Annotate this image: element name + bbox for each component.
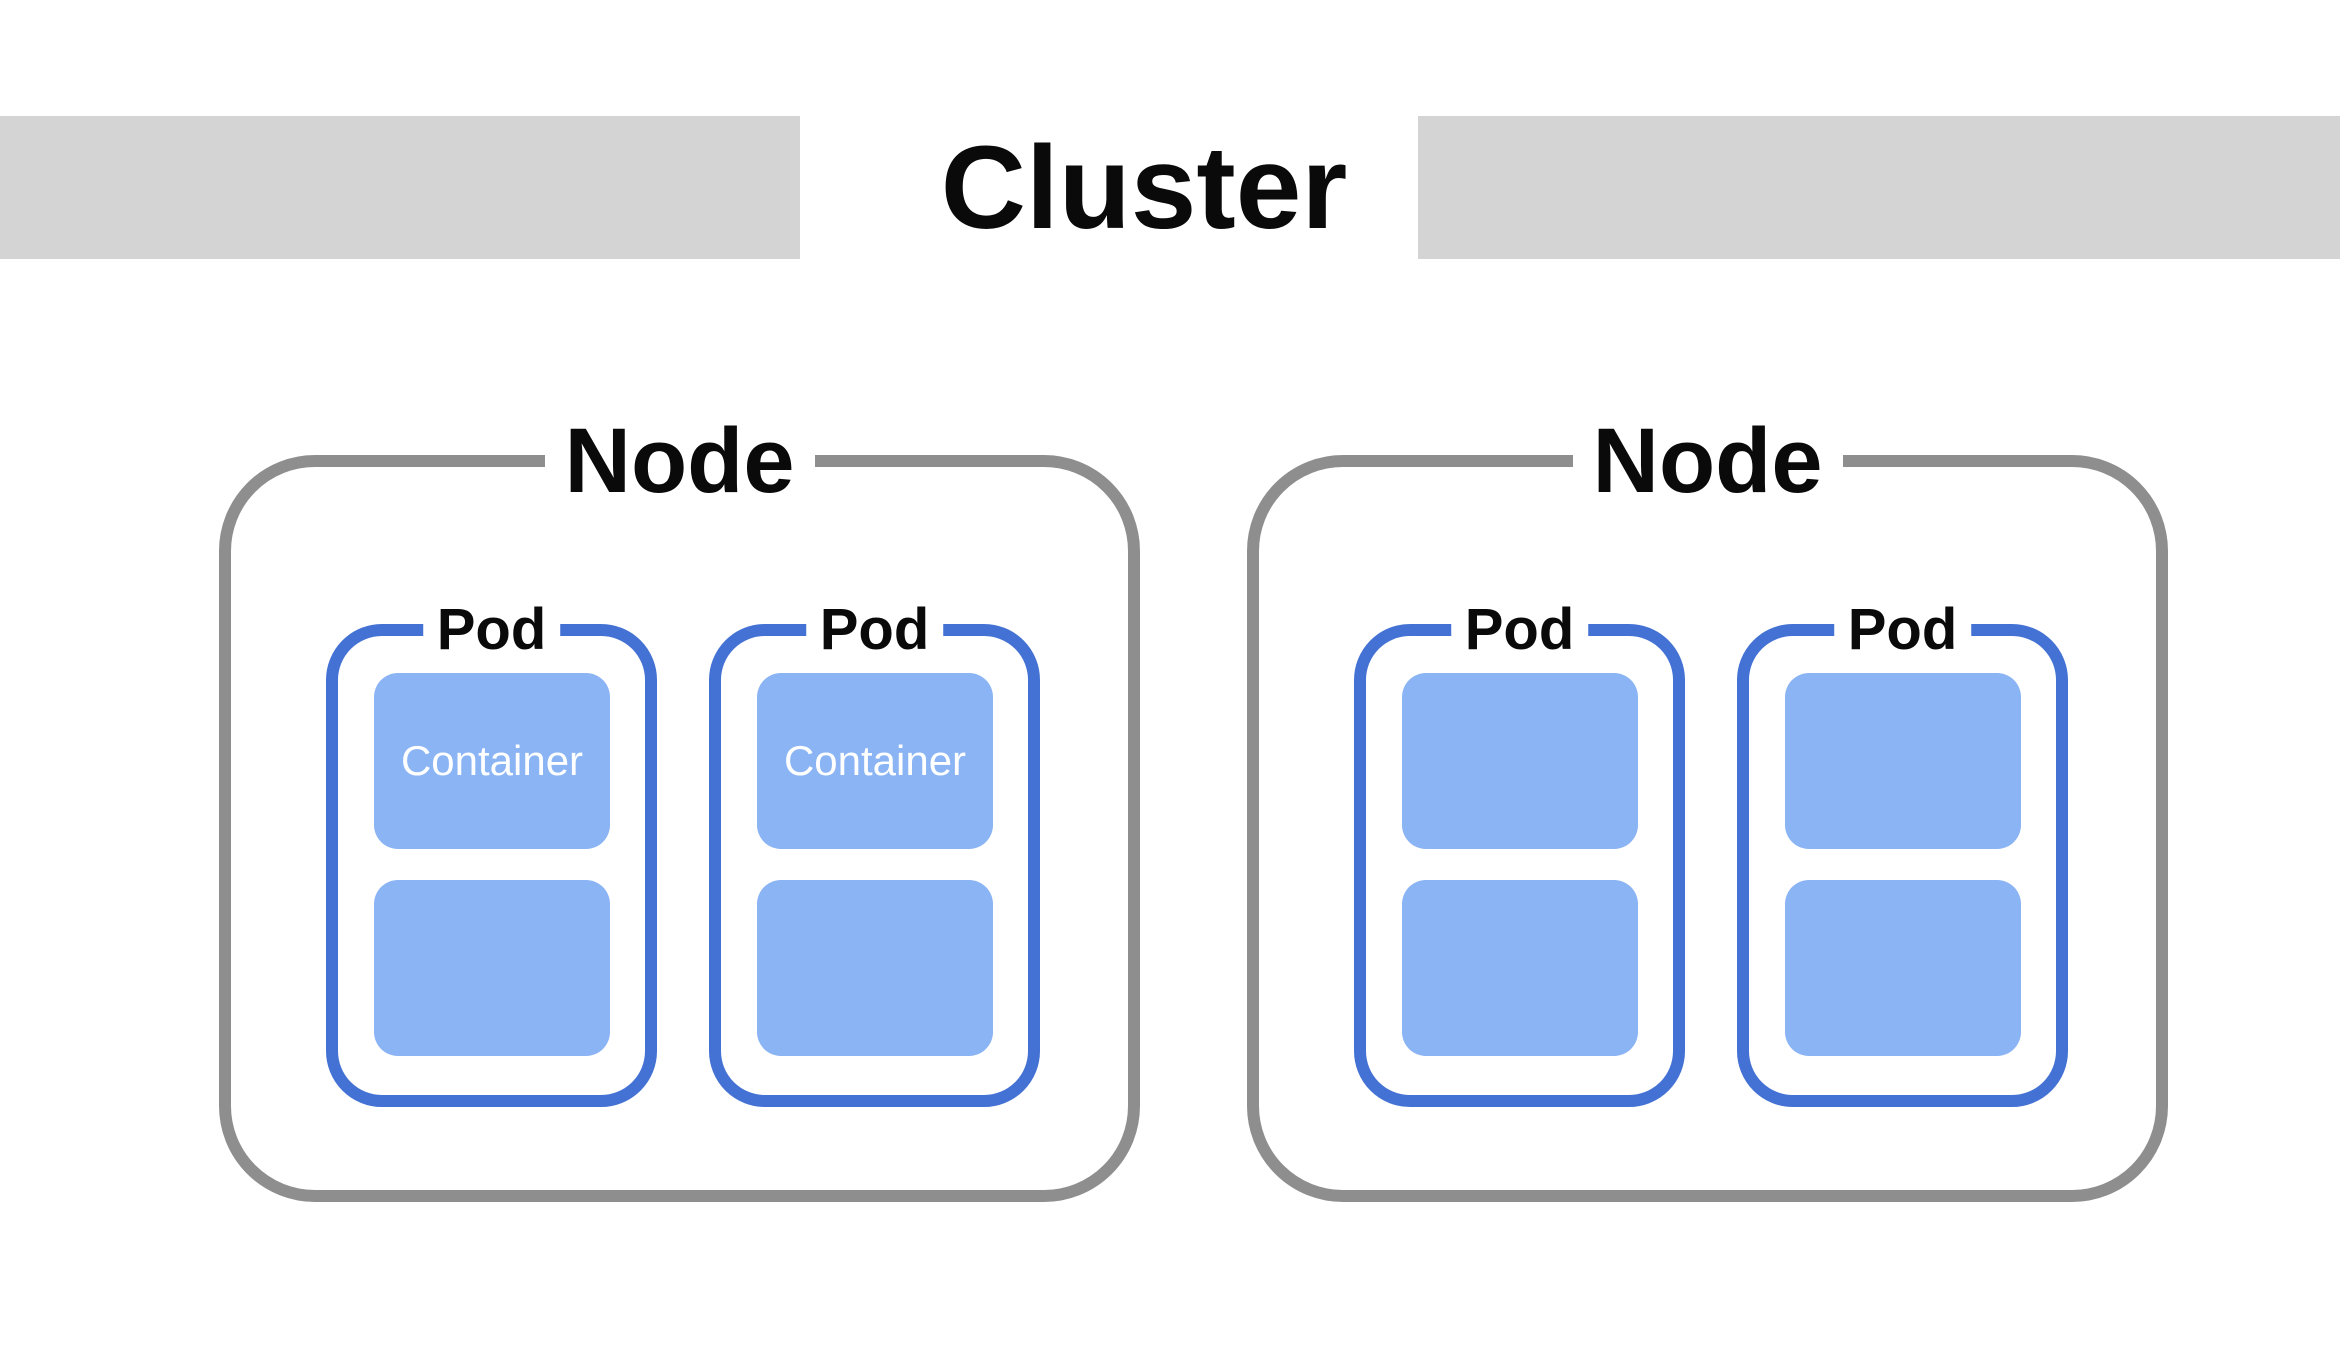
pod-label: Pod xyxy=(805,598,944,662)
pod-label: Pod xyxy=(1833,598,1972,662)
cluster-banner-bar-right xyxy=(1418,116,2340,259)
container-box xyxy=(1402,673,1638,849)
pod-box: Pod Container xyxy=(326,598,657,1107)
container-box xyxy=(1785,880,2021,1056)
node-box-left: Node Pod Container Pod Container xyxy=(219,413,1140,1202)
container-box xyxy=(374,880,610,1056)
container-box xyxy=(1785,673,2021,849)
node-box-right: Node Pod Pod xyxy=(1247,413,2168,1202)
node-label: Node xyxy=(1572,413,1843,509)
pod-box: Pod Container xyxy=(709,598,1040,1107)
container-box: Container xyxy=(757,673,993,849)
pod-box: Pod xyxy=(1354,598,1685,1107)
container-box: Container xyxy=(374,673,610,849)
pod-box: Pod xyxy=(1737,598,2068,1107)
container-label: Container xyxy=(400,737,584,784)
cluster-title: Cluster xyxy=(940,121,1348,254)
container-box xyxy=(1402,880,1638,1056)
node-label: Node xyxy=(544,413,815,509)
pod-label: Pod xyxy=(422,598,561,662)
cluster-banner-bar-left xyxy=(0,116,800,259)
container-box xyxy=(757,880,993,1056)
container-label: Container xyxy=(783,737,967,784)
pod-label: Pod xyxy=(1450,598,1589,662)
